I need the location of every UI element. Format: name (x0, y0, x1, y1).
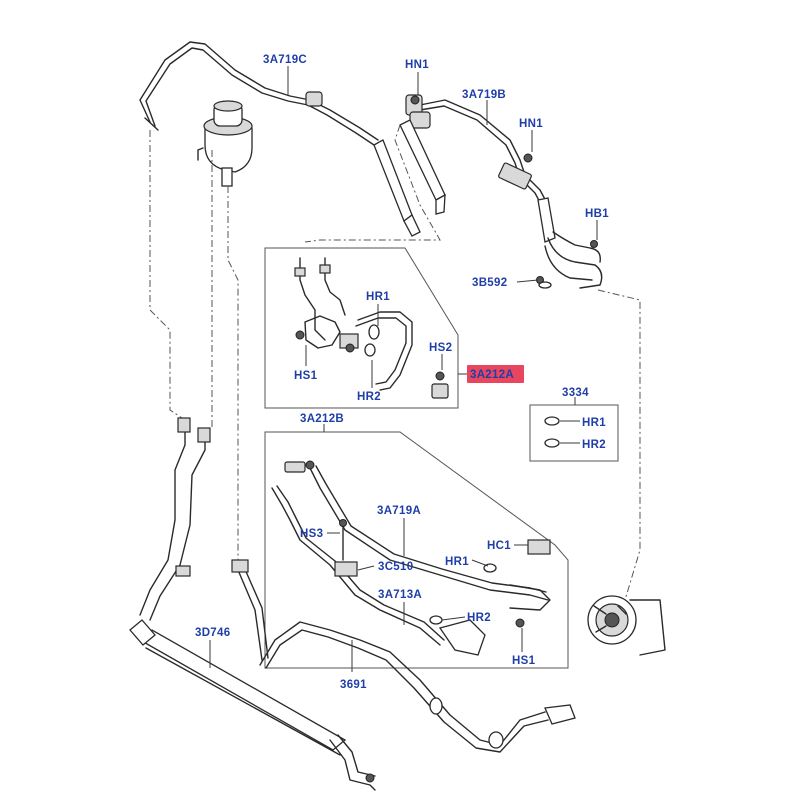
steering-pump[interactable] (587, 595, 666, 656)
leader-dash-right (597, 289, 641, 601)
box-3334 (529, 404, 619, 462)
label-hr1-low[interactable]: HR1 (445, 556, 469, 568)
box-3a212b (264, 431, 569, 669)
box-3a212a (264, 247, 459, 409)
label-3b592[interactable]: 3B592 (472, 277, 507, 289)
highlight-3a212a (467, 365, 524, 383)
label-3334[interactable]: 3334 (562, 387, 589, 399)
label-hs2[interactable]: HS2 (429, 342, 452, 354)
label-3d746[interactable]: 3D746 (195, 627, 230, 639)
label-hr1-top[interactable]: HR1 (366, 291, 390, 303)
hose-lower-mid[interactable] (231, 559, 269, 661)
hose-3691[interactable] (259, 621, 576, 753)
pipe-3a719b[interactable] (399, 94, 603, 289)
label-hs1-low[interactable]: HS1 (512, 655, 536, 667)
label-3a719b[interactable]: 3A719B (462, 89, 506, 101)
label-3a212a[interactable]: 3A212A (470, 369, 514, 381)
o-ring-kit[interactable] (544, 416, 560, 448)
label-hn1-right[interactable]: HN1 (519, 118, 543, 130)
label-3a719a[interactable]: 3A719A (377, 505, 421, 517)
label-hr1-kit[interactable]: HR1 (582, 417, 606, 429)
leader-dash-left (149, 130, 186, 421)
label-3691[interactable]: 3691 (340, 679, 367, 691)
label-hs1-top[interactable]: HS1 (294, 370, 318, 382)
label-3a719c[interactable]: 3A719C (263, 54, 307, 66)
leader-dash-reservoir (227, 186, 239, 560)
label-hr2-top[interactable]: HR2 (357, 391, 381, 403)
label-hn1-top[interactable]: HN1 (405, 59, 429, 71)
pipe-3a719c[interactable] (139, 41, 421, 237)
return-hose-left[interactable] (139, 417, 211, 621)
label-3a713a[interactable]: 3A713A (378, 589, 422, 601)
fluid-reservoir (197, 100, 253, 187)
leader-dash-top (304, 124, 441, 243)
label-hc1[interactable]: HC1 (487, 540, 511, 552)
callout-labels: 3A719C HN1 3A719B HN1 HB1 3B592 HR1 HS2 … (195, 54, 609, 691)
cooler-3d746[interactable] (129, 619, 376, 791)
label-3c510[interactable]: 3C510 (378, 561, 413, 573)
label-hs3[interactable]: HS3 (300, 528, 323, 540)
label-hr2-kit[interactable]: HR2 (582, 439, 606, 451)
label-3a212b[interactable]: 3A212B (300, 413, 344, 425)
assembly-3a212a[interactable] (294, 257, 449, 399)
leader-lines (209, 66, 598, 672)
label-hr2-low[interactable]: HR2 (467, 612, 491, 624)
assembly-3a212b[interactable] (271, 460, 551, 656)
label-hb1[interactable]: HB1 (585, 208, 609, 220)
